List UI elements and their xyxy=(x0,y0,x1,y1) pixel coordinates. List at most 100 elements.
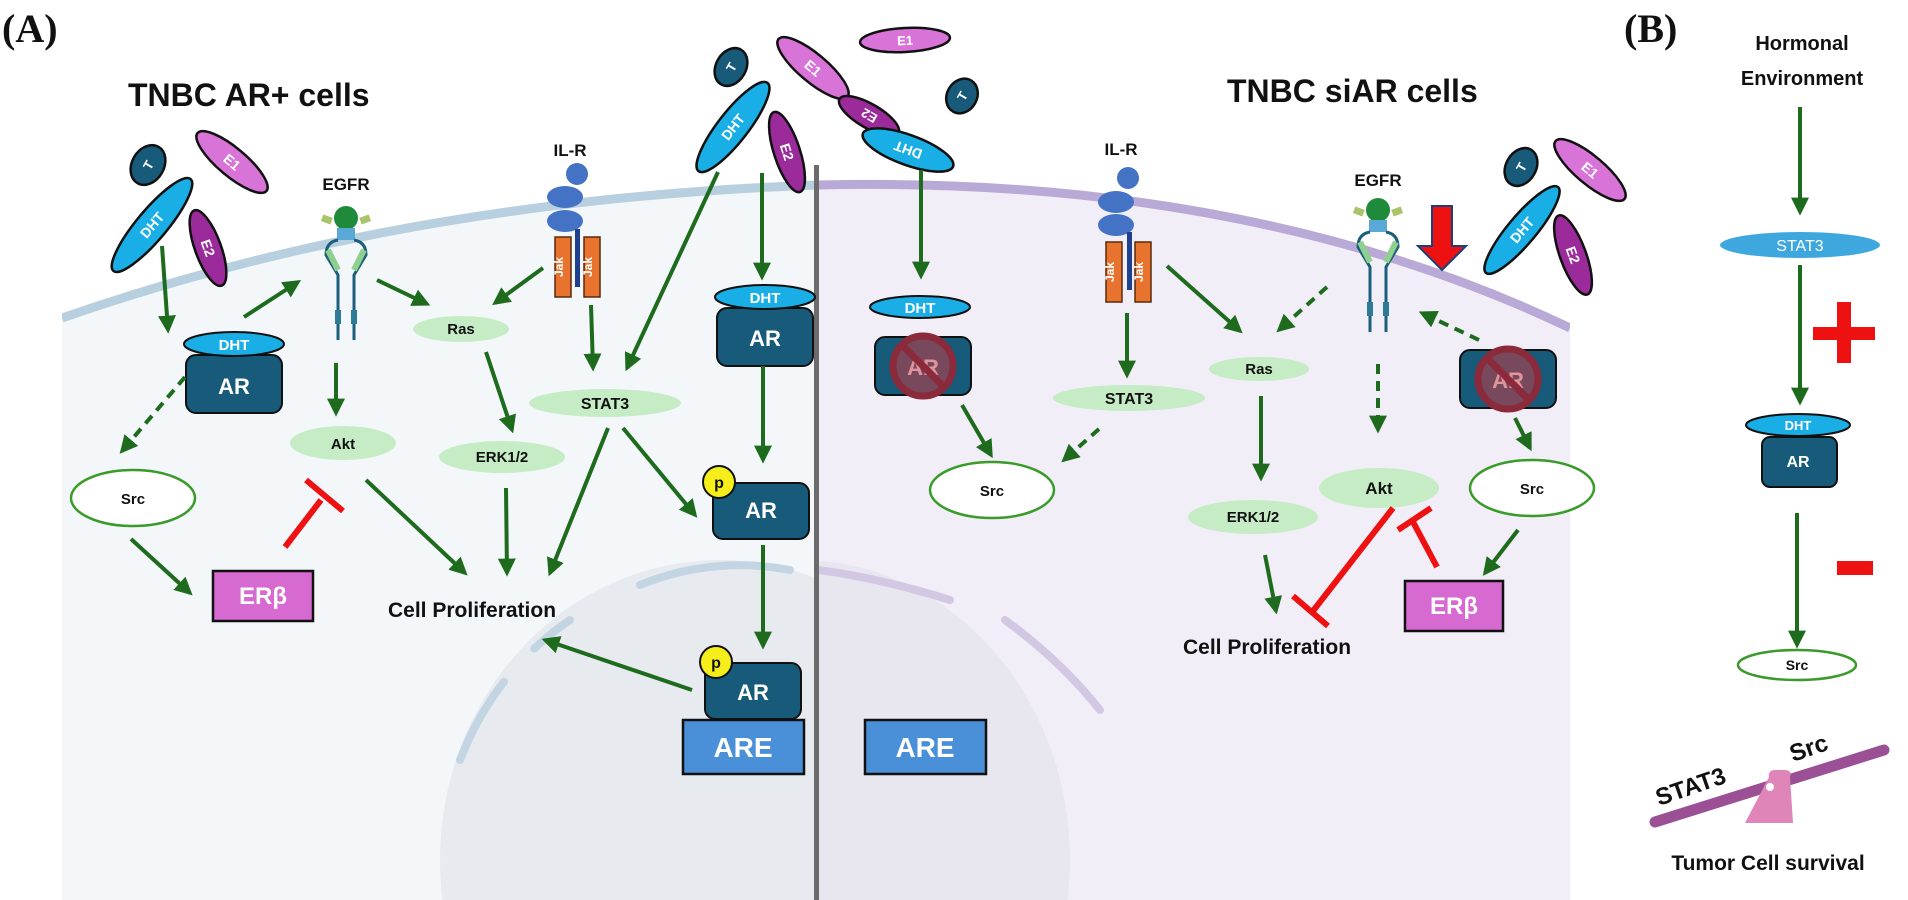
phospho-ar-1: AR p xyxy=(702,465,810,540)
minus-sign-icon xyxy=(1837,561,1873,575)
arrow xyxy=(1513,417,1532,452)
hormone-dht: DHT xyxy=(1483,184,1561,276)
svg-text:Src: Src xyxy=(1786,657,1809,673)
inhibit-akt-proliferation xyxy=(1291,506,1396,629)
left-arrows xyxy=(119,171,772,692)
cell-proliferation-left: Cell Proliferation xyxy=(388,599,556,622)
phospho-ar-2: AR p xyxy=(699,645,802,720)
svg-text:E2: E2 xyxy=(198,237,219,259)
right-membrane xyxy=(818,179,1570,333)
arrow xyxy=(364,478,468,576)
seesaw-right-label: Src xyxy=(1786,730,1831,768)
svg-text:Jak: Jak xyxy=(1103,262,1117,282)
arrow-dashed xyxy=(1418,311,1480,342)
hormone-t: T xyxy=(129,143,167,187)
arrow xyxy=(621,426,698,518)
svg-text:Ras: Ras xyxy=(1245,361,1273,378)
arrow xyxy=(492,266,545,306)
tumor-cell-survival-label: Tumor Cell survival xyxy=(1671,852,1864,875)
svg-text:Src: Src xyxy=(980,483,1004,500)
svg-text:ERK1/2: ERK1/2 xyxy=(1227,509,1280,526)
arrow xyxy=(624,171,720,372)
jak-box-right: Jak xyxy=(1132,241,1152,303)
ras-node-right: Ras xyxy=(1209,357,1309,381)
hormone-e2: E2 xyxy=(1552,214,1594,296)
hormone-t: T xyxy=(944,77,980,115)
right-top-hormone-cluster: E1 E2 T DHT xyxy=(837,26,980,173)
arrow xyxy=(242,280,302,319)
hormone-e1: E1 xyxy=(1553,137,1627,203)
erb-box-right: ERβ xyxy=(1403,579,1505,633)
hormone-e1: E1 xyxy=(195,129,269,195)
ilr-label: IL-R xyxy=(553,141,586,160)
ar-dht-complex-right-column: DHT AR xyxy=(714,284,816,367)
ilr-receptor-icon: Jak Jak xyxy=(547,163,601,298)
erk-node-right: ERK1/2 xyxy=(1188,500,1318,534)
are-box-right: ARE xyxy=(863,718,988,776)
blocked-ar-complex-2: AR xyxy=(1459,345,1557,413)
arrow xyxy=(546,427,610,577)
svg-text:STAT3: STAT3 xyxy=(1776,238,1824,255)
svg-text:E2: E2 xyxy=(777,141,798,162)
svg-text:E1: E1 xyxy=(897,33,914,49)
hormone-e2: E2 xyxy=(188,208,228,288)
svg-text:AR: AR xyxy=(1786,454,1810,471)
egfr-label-right: EGFR xyxy=(1354,171,1401,190)
arrow-dashed xyxy=(1061,427,1101,463)
erb-box-left: ERβ xyxy=(211,569,315,623)
arrow xyxy=(1165,264,1243,334)
stat3-node-right: STAT3 xyxy=(1053,385,1205,411)
stat3-node-b: STAT3 xyxy=(1720,232,1880,258)
left-cell-title: TNBC AR+ cells xyxy=(128,77,370,113)
svg-text:Src: Src xyxy=(121,491,145,508)
svg-text:E2: E2 xyxy=(859,105,880,126)
src-node-b: Src xyxy=(1736,648,1858,682)
arrow xyxy=(960,403,993,459)
egfr-receptor-icon xyxy=(320,206,372,340)
svg-text:Jak: Jak xyxy=(581,257,595,277)
arrow xyxy=(376,278,431,306)
panel-a-label: (A) xyxy=(2,6,58,51)
ar-dht-complex-left: DHT AR xyxy=(183,331,285,414)
src-node-right-1: Src xyxy=(928,460,1056,520)
hormone-e1: E1 xyxy=(858,26,952,54)
left-hormone-cluster: T E1 DHT E2 xyxy=(110,129,269,288)
arrow xyxy=(1263,554,1283,615)
erk-node-left: ERK1/2 xyxy=(439,441,565,473)
arrow xyxy=(497,487,516,577)
arrow xyxy=(484,351,516,434)
svg-text:AR: AR xyxy=(737,680,769,705)
egfr-receptor-icon-right xyxy=(1352,198,1404,332)
ar-dht-complex-b: DHT AR xyxy=(1745,413,1851,488)
hormonal-environment-line1: Hormonal xyxy=(1755,33,1848,55)
arrow xyxy=(157,245,176,334)
svg-text:ERβ: ERβ xyxy=(239,583,287,610)
inhibit-erb-akt xyxy=(282,477,345,549)
svg-text:ERβ: ERβ xyxy=(1430,593,1478,620)
svg-text:STAT3: STAT3 xyxy=(1105,391,1153,408)
akt-node-right: Akt xyxy=(1319,468,1439,508)
svg-text:DHT: DHT xyxy=(905,300,936,317)
jak-box-left: Jak xyxy=(1103,241,1123,303)
seesaw-icon: STAT3 Src xyxy=(1649,730,1890,828)
svg-text:E2: E2 xyxy=(1563,244,1584,266)
svg-text:AR: AR xyxy=(218,374,250,399)
svg-text:DHT: DHT xyxy=(1785,418,1812,433)
svg-text:ARE: ARE xyxy=(713,732,772,763)
svg-text:AR: AR xyxy=(749,326,781,351)
jak-box-right: Jak xyxy=(581,236,601,298)
panel-b-label: (B) xyxy=(1624,6,1677,51)
stat3-node-left: STAT3 xyxy=(529,389,681,417)
arrow xyxy=(541,636,693,692)
right-arrows xyxy=(912,170,1532,615)
akt-node-left: Akt xyxy=(290,426,396,460)
ras-node-left: Ras xyxy=(413,316,509,342)
right-side-hormone-cluster: T E1 DHT E2 xyxy=(1483,137,1627,296)
jak-box-left: Jak xyxy=(552,236,572,298)
svg-text:DHT: DHT xyxy=(750,290,781,307)
red-down-arrow-icon xyxy=(1415,205,1469,272)
svg-text:Akt: Akt xyxy=(1365,479,1393,498)
center-hormone-cluster: T E1 DHT E2 xyxy=(695,35,850,194)
plus-sign-icon xyxy=(1813,302,1875,363)
